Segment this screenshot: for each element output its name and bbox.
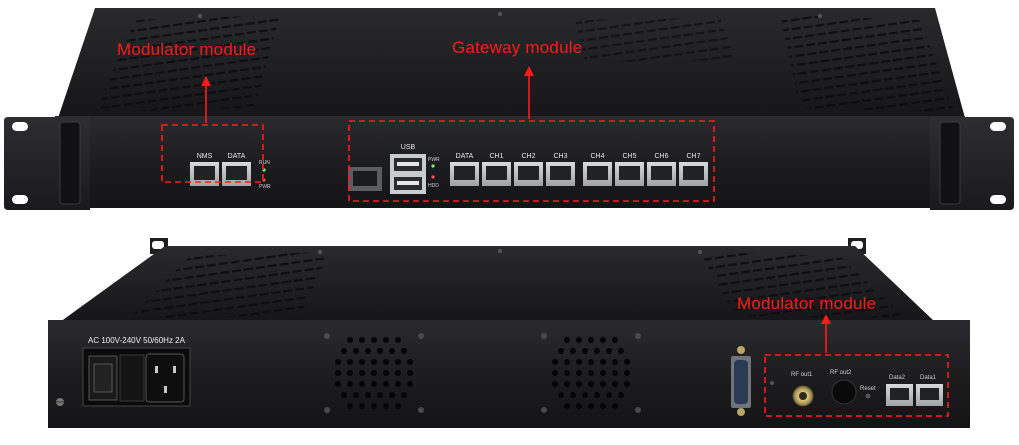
rf-out2-label: RF out2 bbox=[830, 370, 852, 376]
gw-port-label-ch2: CH2 bbox=[521, 153, 536, 160]
rear-unit bbox=[48, 238, 970, 428]
gw-port-label-ch3: CH3 bbox=[553, 153, 568, 160]
rf-out2-connector bbox=[831, 379, 857, 405]
annotation-arrows bbox=[201, 66, 831, 353]
data-port-label: DATA bbox=[227, 153, 246, 160]
vga-port bbox=[731, 346, 751, 416]
data1-label: Data1 bbox=[920, 375, 937, 381]
rf-out1-label: RF out1 bbox=[791, 372, 813, 378]
rear-modulator-callout: Modulator module bbox=[737, 294, 877, 313]
hdd-label: HDD bbox=[428, 183, 439, 189]
hdd-led bbox=[431, 175, 435, 179]
front-modulator-box bbox=[161, 124, 264, 183]
reset-hole bbox=[865, 393, 871, 399]
gw-port-label-ch4: CH4 bbox=[590, 153, 605, 160]
front-modulator-callout: Modulator module bbox=[117, 40, 257, 59]
gw-port-label-ch7: CH7 bbox=[686, 153, 701, 160]
usb-ports bbox=[390, 154, 426, 194]
run-led-label: RUN bbox=[259, 160, 270, 166]
gw-pwr-label: PWR bbox=[428, 157, 440, 163]
gateway-box bbox=[348, 120, 715, 202]
rear-modulator-box bbox=[764, 354, 949, 417]
gw-pwr-led bbox=[431, 164, 435, 168]
gw-port-label-data: DATA bbox=[455, 153, 474, 160]
data2-label: Data2 bbox=[889, 375, 906, 381]
reset-label: Reset bbox=[860, 386, 876, 392]
rj45-ports bbox=[190, 162, 943, 406]
power-rating-label: AC 100V-240V 50/60Hz 2A bbox=[88, 336, 185, 345]
usb-label: USB bbox=[400, 144, 416, 151]
gw-port-label-ch1: CH1 bbox=[489, 153, 504, 160]
gw-port-label-ch6: CH6 bbox=[654, 153, 669, 160]
gw-port-label-ch5: CH5 bbox=[622, 153, 637, 160]
pwr-led-label: PWR bbox=[259, 184, 271, 190]
gateway-callout: Gateway module bbox=[452, 38, 583, 57]
annotation-boxes bbox=[161, 120, 949, 417]
nms-port-label: NMS bbox=[196, 153, 213, 160]
